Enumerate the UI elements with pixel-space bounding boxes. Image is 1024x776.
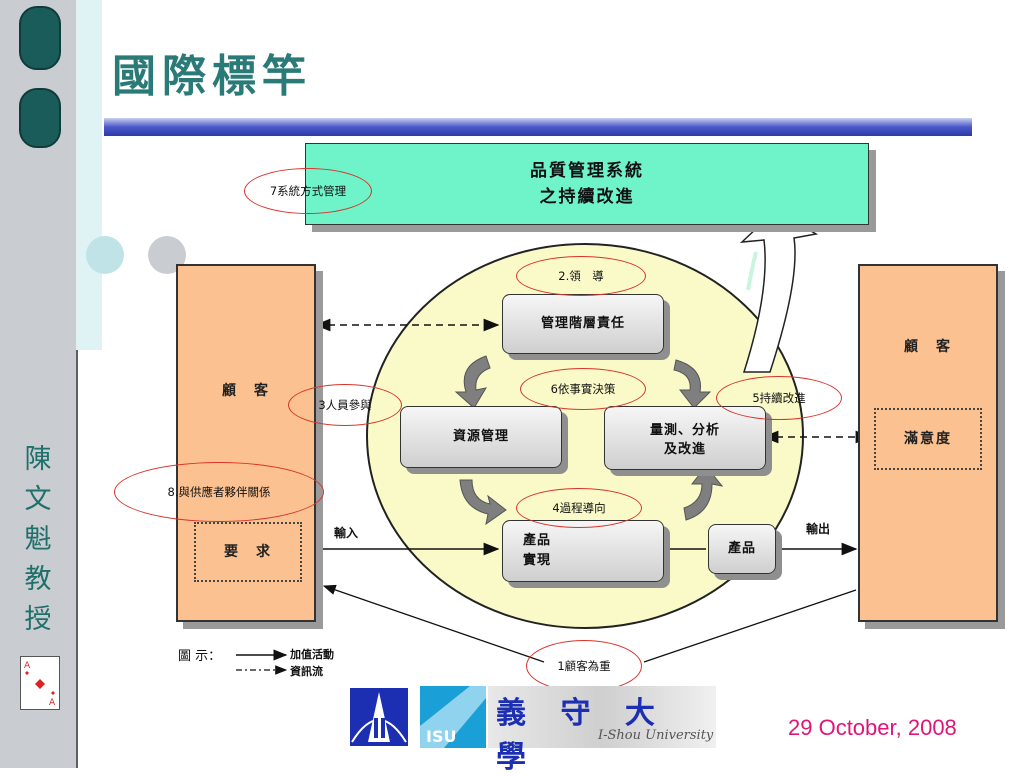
author-char: 魁 — [24, 524, 52, 555]
playing-card-icon: A A — [20, 656, 60, 710]
legend-value-activity: 加值活動 — [290, 648, 334, 661]
product-box: 產品 — [708, 524, 776, 574]
output-label: 輸出 — [806, 522, 831, 536]
university-emblem-logo — [350, 688, 408, 746]
input-label: 輸入 — [334, 526, 359, 540]
left-rail — [0, 0, 78, 768]
resource-management-box: 資源管理 — [400, 406, 562, 468]
isu-logo: ISU — [420, 686, 486, 748]
rail-panel — [76, 0, 102, 350]
author-char: 文 — [24, 484, 52, 515]
measurement-analysis-box: 量測、分析 及改進 — [604, 406, 766, 470]
page-title: 國際標竿 — [112, 51, 312, 102]
satisfaction-box: 滿意度 — [874, 408, 982, 470]
measure-line2: 及改進 — [663, 442, 706, 457]
author-name: 陳 文 魁 教 授 — [18, 440, 58, 640]
realize-line1: 產品 — [522, 533, 551, 548]
principle-oval-7: 7系統方式管理 — [244, 168, 372, 214]
title-underline-bar — [104, 118, 972, 136]
principle-oval-1: 1顧客為重 — [526, 640, 642, 692]
svg-text:A: A — [49, 698, 56, 708]
customer-left-panel: 顧 客 要 求 — [176, 264, 316, 622]
measure-line1: 量測、分析 — [649, 423, 720, 438]
customer-left-label: 顧 客 — [222, 383, 270, 399]
university-name-logo: 義 守 大 學 I-Shou University — [488, 686, 716, 775]
legend-info-flow: 資訊流 — [290, 665, 323, 678]
realize-line2: 實現 — [522, 553, 551, 568]
customer-right-panel: 顧 客 滿意度 — [858, 264, 998, 622]
qms-title-line1: 品質管理系統 — [530, 161, 644, 181]
requirement-box: 要 求 — [194, 522, 302, 582]
author-char: 授 — [24, 604, 52, 635]
svg-text:A: A — [24, 661, 31, 671]
rail-pill-bottom — [19, 88, 61, 148]
decorative-dot — [86, 236, 124, 274]
principle-oval-5: 5持續改進 — [716, 376, 842, 420]
principle-oval-6: 6依事實決策 — [520, 368, 646, 410]
isu-badge-text: ISU — [426, 727, 456, 746]
principle-oval-4: 4過程導向 — [516, 488, 642, 528]
product-realization-box: 產品 實現 — [502, 520, 664, 582]
qms-improvement-box: 品質管理系統 之持續改進 — [305, 143, 869, 225]
qms-title-line2: 之持續改進 — [539, 187, 635, 207]
university-name-english: I-Shou University — [598, 728, 714, 743]
principle-oval-3: 3人員參與 — [288, 384, 402, 426]
author-char: 教 — [24, 564, 52, 595]
management-responsibility-box: 管理階層責任 — [502, 294, 664, 354]
principle-oval-8: 8.與供應者夥伴關係 — [114, 462, 324, 522]
author-char: 陳 — [24, 444, 52, 475]
principle-oval-2: 2.領 導 — [516, 256, 646, 296]
slide-date: 29 October, 2008 — [788, 715, 957, 740]
legend-title: 圖 示： — [178, 649, 222, 664]
rail-pill-top — [19, 6, 61, 70]
customer-right-label: 顧 客 — [904, 339, 952, 355]
